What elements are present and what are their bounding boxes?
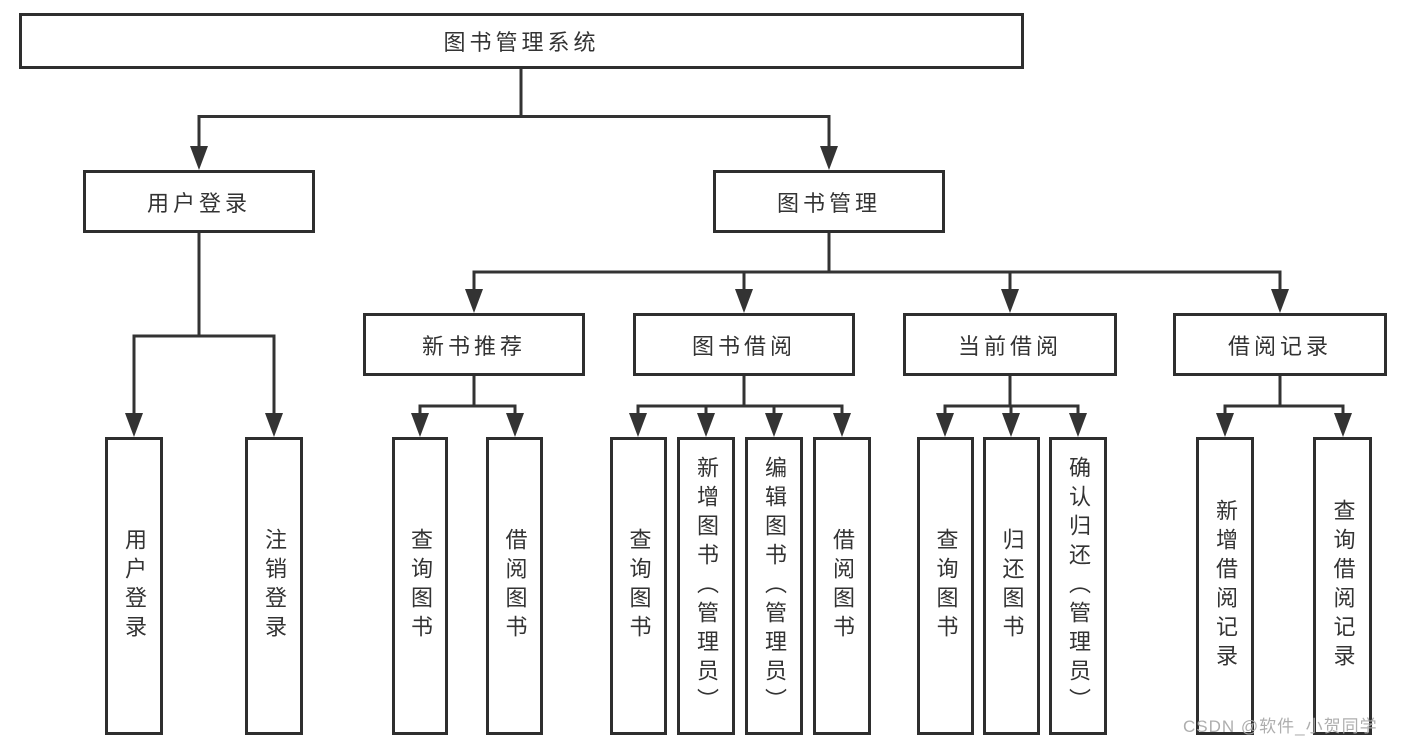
node-new-book-rec: 新书推荐: [363, 313, 585, 376]
node-book-mgmt-label: 图书管理: [776, 190, 881, 216]
leaf-logout-label: 注销登录: [262, 528, 287, 644]
node-root: 图书管理系统: [19, 13, 1024, 69]
leaf-br-add-record: 新增借阅记录: [1196, 437, 1254, 735]
csdn-watermark: CSDN @软件_小贺同学: [1183, 717, 1378, 736]
leaf-nbr-query-books: 查询图书: [392, 437, 448, 735]
leaf-nbr-query-books-label: 查询图书: [408, 528, 433, 644]
node-new-book-rec-label: 新书推荐: [421, 333, 526, 359]
leaf-cb-confirm-return: 确认归还（管理员）: [1049, 437, 1107, 735]
node-root-label: 图书管理系统: [443, 30, 600, 55]
leaf-bb-add-books: 新增图书（管理员）: [677, 437, 735, 735]
node-user-login: 用户登录: [83, 170, 315, 233]
leaf-bb-query-books-label: 查询图书: [626, 528, 652, 644]
node-book-mgmt: 图书管理: [713, 170, 945, 233]
leaf-cb-query-books: 查询图书: [917, 437, 974, 735]
leaf-bb-edit-books-label: 编辑图书（管理员）: [762, 455, 787, 717]
node-borrow-record: 借阅记录: [1173, 313, 1387, 376]
leaf-cb-query-books-label: 查询图书: [933, 528, 959, 644]
leaf-bb-borrow-books-label: 借阅图书: [830, 528, 855, 644]
leaf-cb-return-books: 归还图书: [983, 437, 1040, 735]
leaf-nbr-borrow-books: 借阅图书: [486, 437, 543, 735]
leaf-br-add-record-label: 新增借阅记录: [1213, 499, 1238, 673]
node-book-borrow-label: 图书借阅: [691, 333, 796, 359]
leaf-user-login: 用户登录: [105, 437, 163, 735]
leaf-logout: 注销登录: [245, 437, 303, 735]
node-user-login-label: 用户登录: [146, 190, 251, 216]
leaf-nbr-borrow-books-label: 借阅图书: [502, 528, 528, 644]
leaf-bb-add-books-label: 新增图书（管理员）: [694, 455, 719, 717]
leaf-cb-return-books-label: 归还图书: [999, 528, 1025, 644]
leaf-cb-confirm-return-label: 确认归还（管理员）: [1066, 455, 1091, 717]
leaf-bb-query-books: 查询图书: [610, 437, 667, 735]
leaf-user-login-label: 用户登录: [122, 528, 147, 644]
node-book-borrow: 图书借阅: [633, 313, 855, 376]
leaf-bb-borrow-books: 借阅图书: [813, 437, 871, 735]
leaf-bb-edit-books: 编辑图书（管理员）: [745, 437, 803, 735]
node-borrow-record-label: 借阅记录: [1227, 333, 1332, 359]
leaf-br-query-record: 查询借阅记录: [1313, 437, 1372, 735]
leaf-br-query-record-label: 查询借阅记录: [1330, 499, 1356, 673]
node-current-borrow: 当前借阅: [903, 313, 1117, 376]
node-current-borrow-label: 当前借阅: [957, 333, 1062, 359]
